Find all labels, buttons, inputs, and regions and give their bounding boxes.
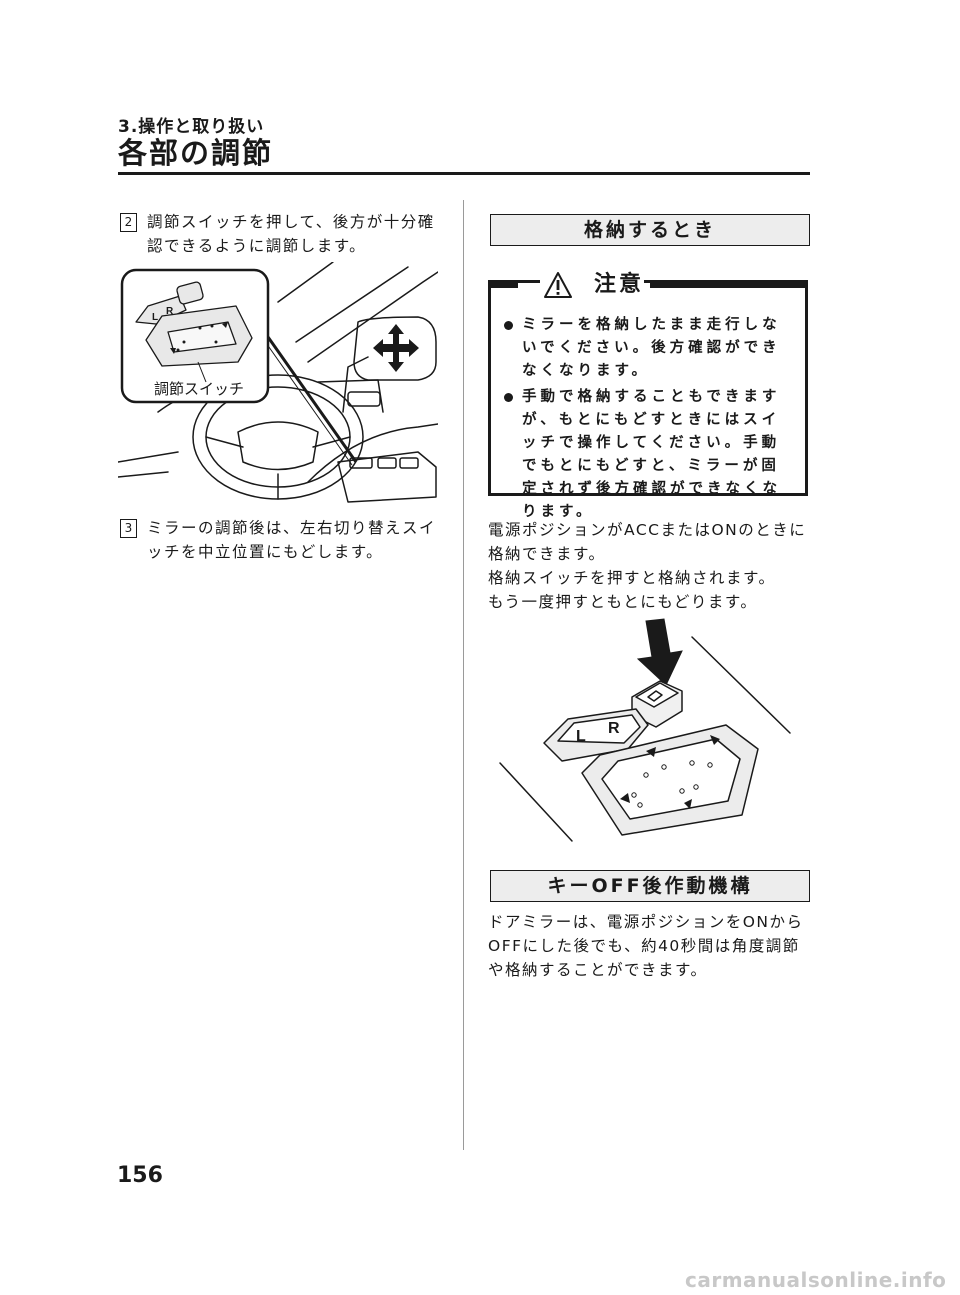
key-off-paragraph: ドアミラーは、電源ポジションをONから OFFにした後でも、約40秒間は角度調節…	[488, 913, 804, 979]
caution-top-bar-left	[488, 280, 518, 288]
caution-item: 手動で格納することもできますが、もとにもどすときにはスイッチで操作してください。…	[504, 386, 796, 524]
caution-item-text: ミラーを格納したまま走行しないでください。後方確認ができなくなります。	[522, 317, 781, 379]
step-2: 2 調節スイッチを押して、後方が十分確認できるように調節します。	[120, 210, 440, 258]
selector-l-letter: L	[576, 728, 586, 745]
caution-header: 注意	[540, 268, 644, 302]
caution-border	[488, 280, 808, 496]
caution-item-text: 手動で格納することもできますが、もとにもどすときにはスイッチで操作してください。…	[522, 389, 781, 520]
step-3: 3 ミラーの調節後は、左右切り替えスイッチを中立位置にもどします。	[120, 516, 440, 564]
storage-paragraph: もう一度押すともとにもどります。	[488, 593, 758, 611]
warning-triangle-icon	[544, 272, 572, 298]
step-number: 3	[120, 519, 137, 538]
caution-top-bar-right	[650, 280, 808, 288]
watermark: carmanualsonline.info	[685, 1268, 947, 1292]
inset-switch-r: R	[166, 306, 174, 317]
chapter-label: 3.操作と取り扱い	[118, 117, 265, 137]
step-text: 調節スイッチを押して、後方が十分確認できるように調節します。	[147, 213, 435, 255]
column-divider	[463, 200, 464, 1150]
key-off-section-title: キーOFF後作動機構	[490, 870, 810, 902]
inset-switch-l: L	[152, 312, 158, 323]
retract-switch-illustration: L R	[499, 618, 791, 842]
section-title: 各部の調節	[118, 136, 274, 170]
switch-callout-label: 調節スイッチ	[154, 380, 244, 398]
caution-title: 注意	[593, 272, 644, 297]
storage-paragraph: 電源ポジションがACCまたはONのときに格納できます。	[488, 521, 807, 563]
storage-paragraph: 格納スイッチを押すと格納されます。	[488, 569, 776, 587]
header-rule	[118, 172, 810, 175]
bullet-icon	[504, 321, 513, 330]
step-number: 2	[120, 213, 137, 232]
storage-section-title: 格納するとき	[490, 214, 810, 246]
caution-item: ミラーを格納したまま走行しないでください。後方確認ができなくなります。	[504, 314, 796, 383]
mirror-adjust-illustration: L R 調節スイッチ	[118, 262, 438, 503]
caution-box: 注意 ミラーを格納したまま走行しないでください。後方確認ができなくなります。 手…	[488, 268, 808, 520]
page-number: 156	[117, 1163, 163, 1188]
selector-r-letter: R	[608, 720, 620, 737]
bullet-icon	[504, 393, 513, 402]
step-text: ミラーの調節後は、左右切り替えスイッチを中立位置にもどします。	[147, 519, 437, 561]
